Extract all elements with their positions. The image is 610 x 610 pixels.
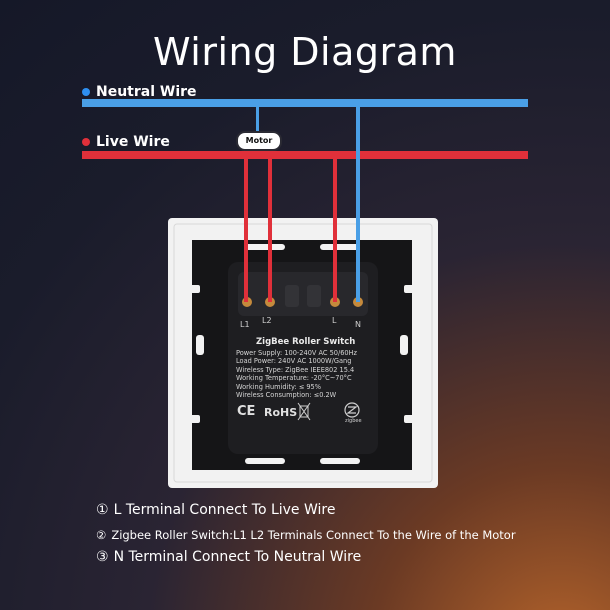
l1-lead: [244, 149, 248, 302]
spec-line: Working Humidity: ≤ 95%: [236, 382, 321, 391]
neutral-wire-label: Neutral Wire: [82, 84, 197, 100]
live-wire-text: Live Wire: [96, 134, 170, 150]
neutral-wire-text: Neutral Wire: [96, 84, 197, 100]
weee-bin-icon: [297, 402, 311, 421]
instruction-text: N Terminal Connect To Neutral Wire: [113, 549, 362, 565]
terminal-label-l: L: [332, 316, 337, 325]
instruction-2: ② Zigbee Roller Switch:L1 L2 Terminals Co…: [96, 528, 516, 542]
terminal-label-l2: L2: [262, 316, 272, 325]
instruction-number: ②: [96, 528, 107, 542]
device-name: ZigBee Roller Switch: [256, 337, 356, 347]
live-wire-label: Live Wire: [82, 134, 170, 150]
live-dot-icon: [82, 138, 90, 146]
l-lead: [333, 155, 337, 302]
spec-line: Wireless Consumption: ≤0.2W: [236, 391, 337, 400]
instruction-text: Zigbee Roller Switch:L1 L2 Terminals Con…: [111, 528, 516, 542]
zigbee-mark-text: zigbee: [345, 418, 362, 424]
page-title: Wiring Diagram: [153, 30, 457, 74]
zigbee-logo-icon: [344, 402, 360, 418]
terminal-label-l1: L1: [240, 320, 250, 329]
n-lead: [356, 107, 360, 302]
wall-plate-border: [173, 223, 433, 483]
instruction-text: L Terminal Connect To Live Wire: [113, 502, 336, 518]
neutral-dot-icon: [82, 88, 90, 96]
instruction-number: ①: [96, 502, 109, 518]
terminal-label-n: N: [355, 320, 361, 329]
l2-lead: [268, 149, 272, 302]
terminal-block: [238, 272, 368, 316]
spec-line: Power Supply: 100-240V AC 50/60Hz: [236, 349, 358, 357]
spec-line: Load Power: 240V AC 1000W/Gang: [236, 357, 352, 366]
rohs-mark: RoHS: [264, 406, 298, 419]
frame-slots: [186, 244, 418, 464]
motor-neutral-lead: [256, 107, 259, 133]
device-spec-block: ZigBee Roller Switch Power Supply: 100-2…: [236, 337, 386, 399]
live-wire: [82, 151, 528, 159]
spec-line: Wireless Type: ZigBee IEEE802 15.4: [236, 365, 355, 374]
ce-mark: CE: [237, 404, 256, 419]
spec-line: Working Temperature: -20°C~70°C: [236, 374, 352, 383]
neutral-wire: [82, 99, 528, 107]
instruction-number: ③: [96, 549, 109, 565]
motor-label: Motor: [236, 131, 282, 151]
